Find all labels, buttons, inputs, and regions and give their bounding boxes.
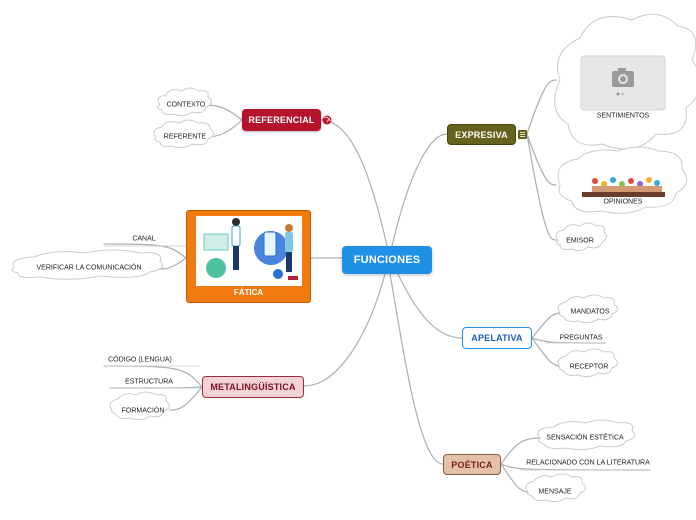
note-icon [518, 130, 527, 139]
leaf-sensacion-estetica[interactable]: SENSACIÓN ESTÉTICA [546, 434, 624, 442]
leaf-formacion[interactable]: FORMACIÓN [121, 407, 165, 415]
leaf-estructura[interactable]: ESTRUCTURA [125, 378, 173, 386]
branch-apelativa[interactable]: APELATIVA [462, 327, 532, 349]
leaf-mandatos[interactable]: MANDATOS [570, 308, 610, 316]
cloud-mandatos [557, 294, 618, 324]
connector-referencial [320, 119, 388, 247]
fatica-label: FÁTICA [233, 288, 264, 297]
cloud-referente [153, 119, 214, 149]
leaf-emisor[interactable]: EMISOR [566, 237, 594, 245]
leaf-canal[interactable]: CANAL [132, 235, 156, 243]
central-node-funciones[interactable]: FUNCIONES [342, 246, 432, 274]
leaf-relacionado-literatura[interactable]: RELACIONADO CON LA LITERATURA [526, 459, 650, 467]
leaf-receptor[interactable]: RECEPTOR [569, 363, 609, 371]
cloud-mensaje [525, 473, 586, 503]
cloud-sensacion [537, 419, 636, 451]
branch-fatica[interactable]: FÁTICA [186, 210, 311, 303]
people-with-devices-icon [196, 216, 302, 286]
connector-apelativa [397, 273, 463, 339]
leaf-referente[interactable]: REFERENTE [163, 133, 207, 141]
globe-icon [322, 115, 332, 125]
branch-poetica[interactable]: POÉTICA [443, 454, 501, 475]
branch-metalinguistica[interactable]: METALINGÜÍSTICA [202, 376, 304, 398]
branch-referencial[interactable]: REFERENCIAL [242, 109, 321, 131]
connector-metalinguistica [303, 273, 386, 387]
cloud-verificar [11, 249, 163, 280]
cloud-formacion [109, 391, 170, 421]
leaf-contexto[interactable]: CONTEXTO [166, 101, 206, 109]
connector-expresiva [391, 133, 448, 247]
leaf-mensaje[interactable]: MENSAJE [538, 488, 572, 496]
cloud-contexto [156, 87, 212, 117]
branch-expresiva[interactable]: EXPRESIVA [447, 124, 516, 145]
raised-hands-icon [582, 174, 665, 197]
leaf-preguntas[interactable]: PREGUNTAS [559, 334, 603, 342]
leaf-sentimientos[interactable]: SENTIMIENTOS [596, 112, 650, 120]
leaf-codigo-lengua[interactable]: CÓDIGO (LENGUA) [108, 356, 172, 364]
connector-poetica [389, 273, 444, 465]
cloud-emisor [555, 222, 608, 252]
leaf-opiniones[interactable]: OPINIONES [603, 198, 643, 206]
cloud-receptor [557, 348, 618, 378]
leaf-verificar-comunicacion[interactable]: VERIFICAR LA COMUNICACIÓN [36, 264, 142, 272]
camera-placeholder-icon [580, 55, 666, 111]
